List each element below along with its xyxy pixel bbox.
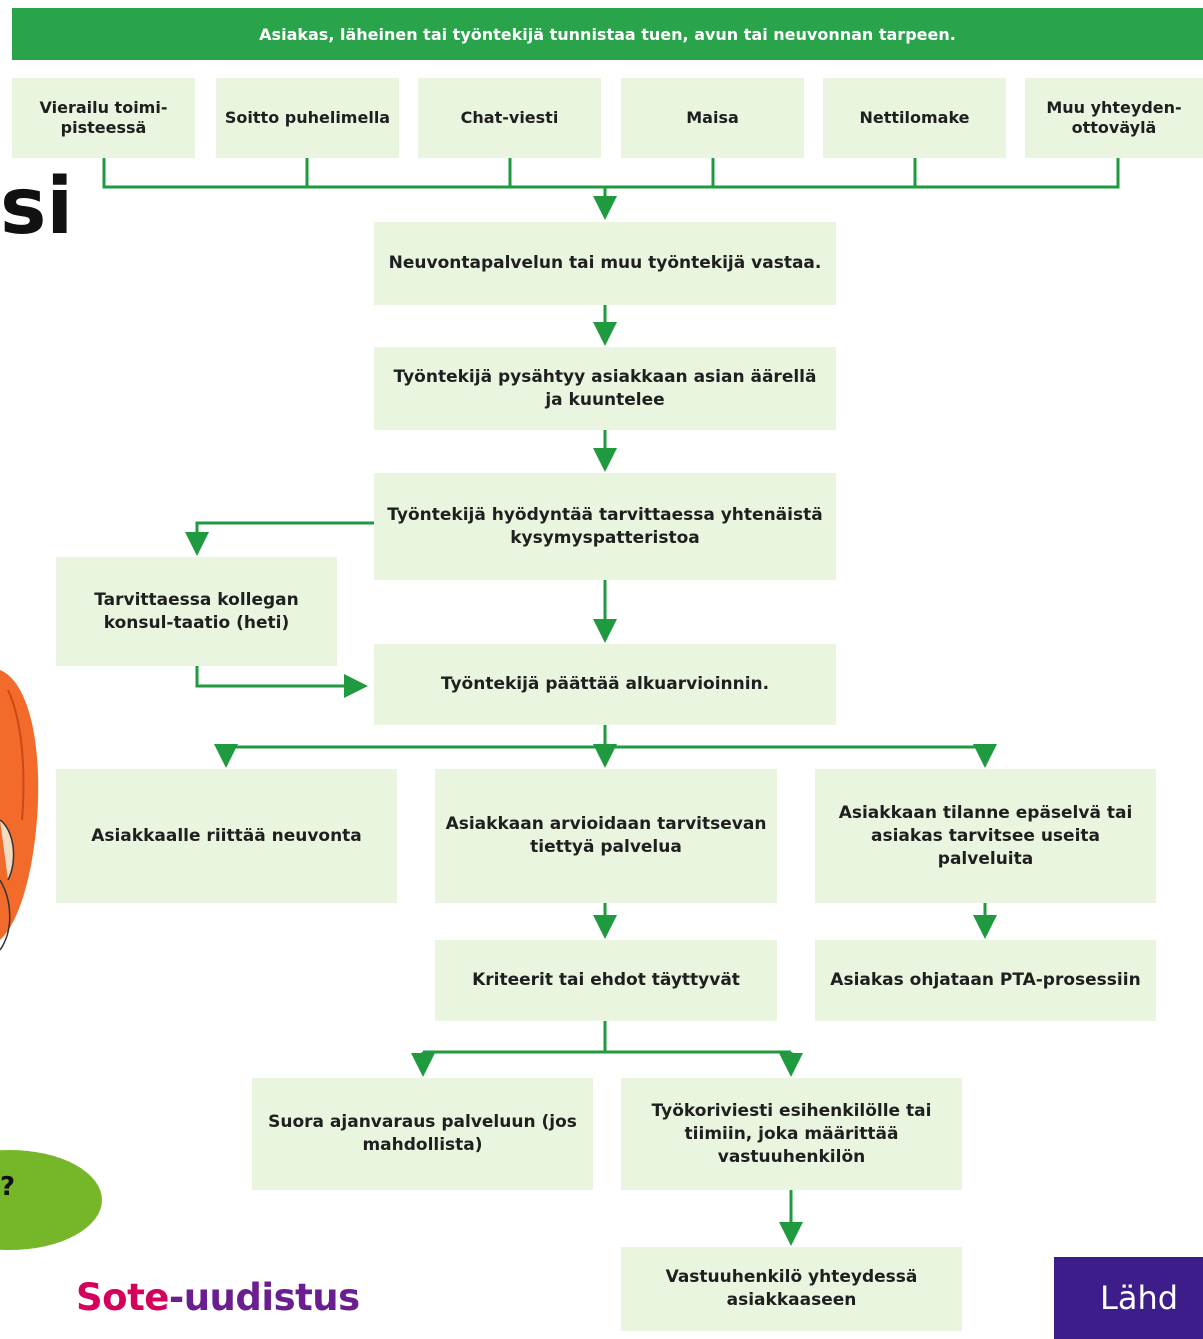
outcome-message: Työkoriviesti esihenkilölle tai tiimiin,…	[621, 1078, 962, 1190]
arrow-to-consult	[185, 521, 374, 556]
arrow-consult-back	[195, 666, 368, 698]
step-respond: Neuvontapalvelun tai muu työntekijä vast…	[374, 222, 836, 305]
outcome-pta: Asiakas ohjataan PTA-prosessiin	[815, 940, 1156, 1021]
step-consult: Tarvittaessa kollegan konsul-taatio (het…	[56, 557, 337, 666]
channel-webform: Nettilomake	[823, 78, 1006, 158]
channel-other: Muu yhteyden-ottoväylä	[1025, 78, 1203, 158]
brand-part-1: Sote	[76, 1276, 169, 1319]
brand-part-2: -uudistus	[168, 1276, 360, 1319]
top-banner: Asiakas, läheinen tai työntekijä tunnist…	[12, 8, 1203, 60]
channel-maisa: Maisa	[621, 78, 804, 158]
step-questions: Työntekijä hyödyntää tarvittaessa yhtenä…	[374, 473, 836, 580]
connector-channels-bus	[102, 158, 1120, 189]
channel-visit: Vierailu toimi-pisteessä	[12, 78, 195, 158]
channel-chat: Chat-viesti	[418, 78, 601, 158]
outcome-criteria: Kriteerit tai ehdot täyttyvät	[435, 940, 777, 1021]
step-assess: Työntekijä päättää alkuarvioinnin.	[374, 644, 836, 725]
outcome-contact: Vastuuhenkilö yhteydessä asiakkaaseen	[621, 1247, 962, 1331]
step-listen: Työntekijä pysähtyy asiakkaan asian ääre…	[374, 347, 836, 430]
sote-uudistus-logo: Sote-uudistus	[76, 1276, 360, 1319]
outcome-advice: Asiakkaalle riittää neuvonta	[56, 769, 397, 903]
connector-outcomes-bus	[226, 725, 985, 749]
connector-criteria-bus	[423, 1021, 791, 1054]
outcome-booking: Suora ajanvaraus palveluun (jos mahdolli…	[252, 1078, 593, 1190]
outcome-service: Asiakkaan arvioidaan tarvitsevan tiettyä…	[435, 769, 777, 903]
green-ellipse-decor	[0, 1150, 102, 1250]
channel-phone: Soitto puhelimella	[216, 78, 399, 158]
outcome-unclear: Asiakkaan tilanne epäselvä tai asiakas t…	[815, 769, 1156, 903]
source-tab[interactable]: Lähd	[1054, 1257, 1203, 1339]
heading-fragment: si	[0, 162, 74, 252]
svg-text:?: ?	[0, 1172, 15, 1202]
